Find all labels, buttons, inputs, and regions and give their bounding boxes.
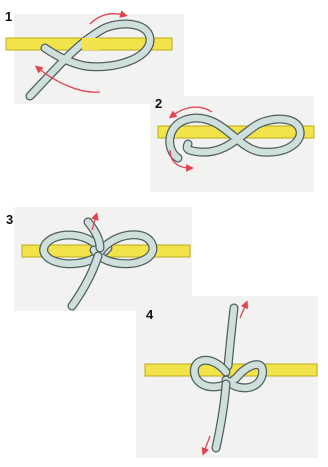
step-4-arrow-up (240, 304, 246, 318)
step-1-rope (30, 24, 150, 96)
step-1-illustration (6, 14, 172, 96)
step-3-illustration (22, 216, 190, 306)
step-4-arrow-down (204, 436, 210, 452)
step-2-illustration (158, 107, 314, 168)
step-4-illustration (145, 304, 317, 452)
